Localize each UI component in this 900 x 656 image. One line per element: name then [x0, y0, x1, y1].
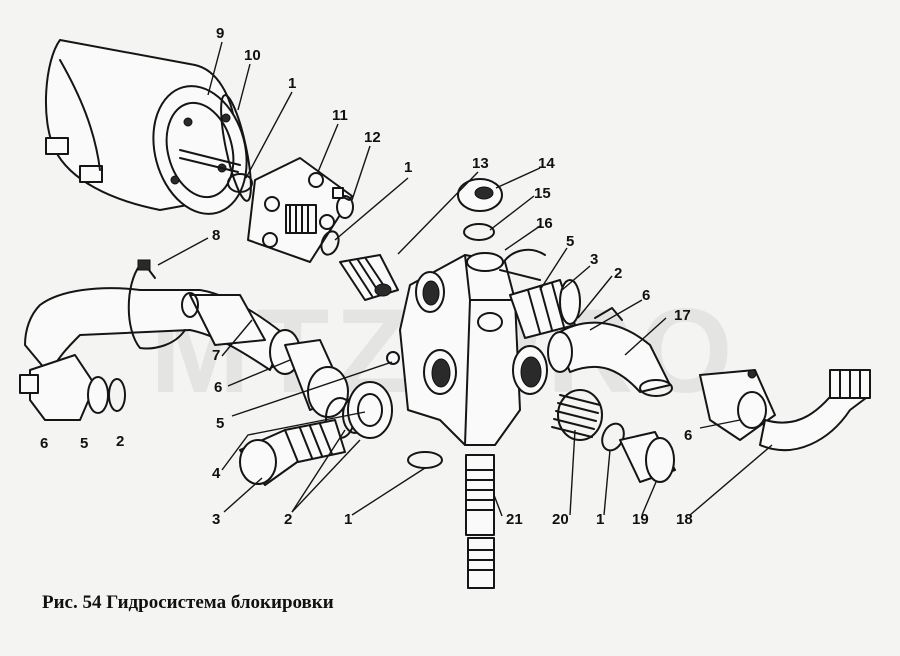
label-7: 7: [212, 347, 220, 364]
part-10-gasket: [220, 94, 252, 202]
label-9: 9: [216, 25, 224, 42]
part-20-spring: [551, 389, 603, 441]
label-5: 5: [80, 435, 88, 452]
label-5: 5: [216, 415, 224, 432]
label-10: 10: [244, 47, 261, 64]
label-13: 13: [472, 155, 489, 172]
label-2: 2: [116, 433, 124, 450]
part-14-nut: [457, 178, 503, 212]
label-6: 6: [40, 435, 48, 452]
part-1-ring-b: [320, 230, 340, 256]
label-1: 1: [288, 75, 296, 92]
label-8: 8: [212, 227, 220, 244]
label-14: 14: [538, 155, 555, 172]
label-16: 16: [536, 215, 553, 232]
label-15: 15: [534, 185, 551, 202]
label-3: 3: [212, 511, 220, 528]
part-18-pipe: [699, 369, 871, 451]
label-6: 6: [214, 379, 222, 396]
part-7-left-hose: [24, 287, 301, 376]
label-19: 19: [632, 511, 649, 528]
label-11: 11: [332, 107, 348, 124]
left-elbow-fitting: [19, 354, 126, 421]
valve-body: [399, 252, 548, 446]
label-2: 2: [614, 265, 622, 282]
label-4: 4: [212, 465, 221, 482]
figure-caption: Рис. 54 Гидросистема блокировки: [42, 592, 334, 613]
part-15-washer: [463, 223, 495, 241]
part-8-clamp: [127, 259, 186, 350]
part-labels: 9 10 1 11 12 1 13 14 15 16 5 3 2 6 17 8 …: [40, 25, 693, 528]
label-1: 1: [404, 159, 412, 176]
part-1-ring-lower: [407, 451, 443, 469]
label-17: 17: [674, 307, 691, 324]
label-3: 3: [590, 251, 598, 268]
part-13-threaded-plug: [339, 254, 399, 301]
label-6: 6: [642, 287, 650, 304]
part-19-plug: [619, 431, 676, 483]
label-6: 6: [684, 427, 692, 444]
part-4-ring: [347, 381, 393, 439]
label-12: 12: [364, 129, 381, 146]
label-5: 5: [566, 233, 574, 250]
part-3-banjo-bolt: [239, 419, 346, 486]
label-2: 2: [284, 511, 292, 528]
part-16-tube: [501, 248, 546, 266]
part-21-stud: [465, 454, 495, 589]
part-1-ring-top: [227, 173, 253, 193]
part-12-bolt: [332, 187, 354, 219]
part-11-flange-plate: [247, 157, 353, 263]
label-18: 18: [676, 511, 693, 528]
label-1: 1: [344, 511, 352, 528]
part-9-cylinder-housing: [45, 39, 248, 215]
label-21: 21: [506, 511, 523, 528]
label-1: 1: [596, 511, 604, 528]
leader-lines: [157, 41, 773, 517]
label-20: 20: [552, 511, 569, 528]
